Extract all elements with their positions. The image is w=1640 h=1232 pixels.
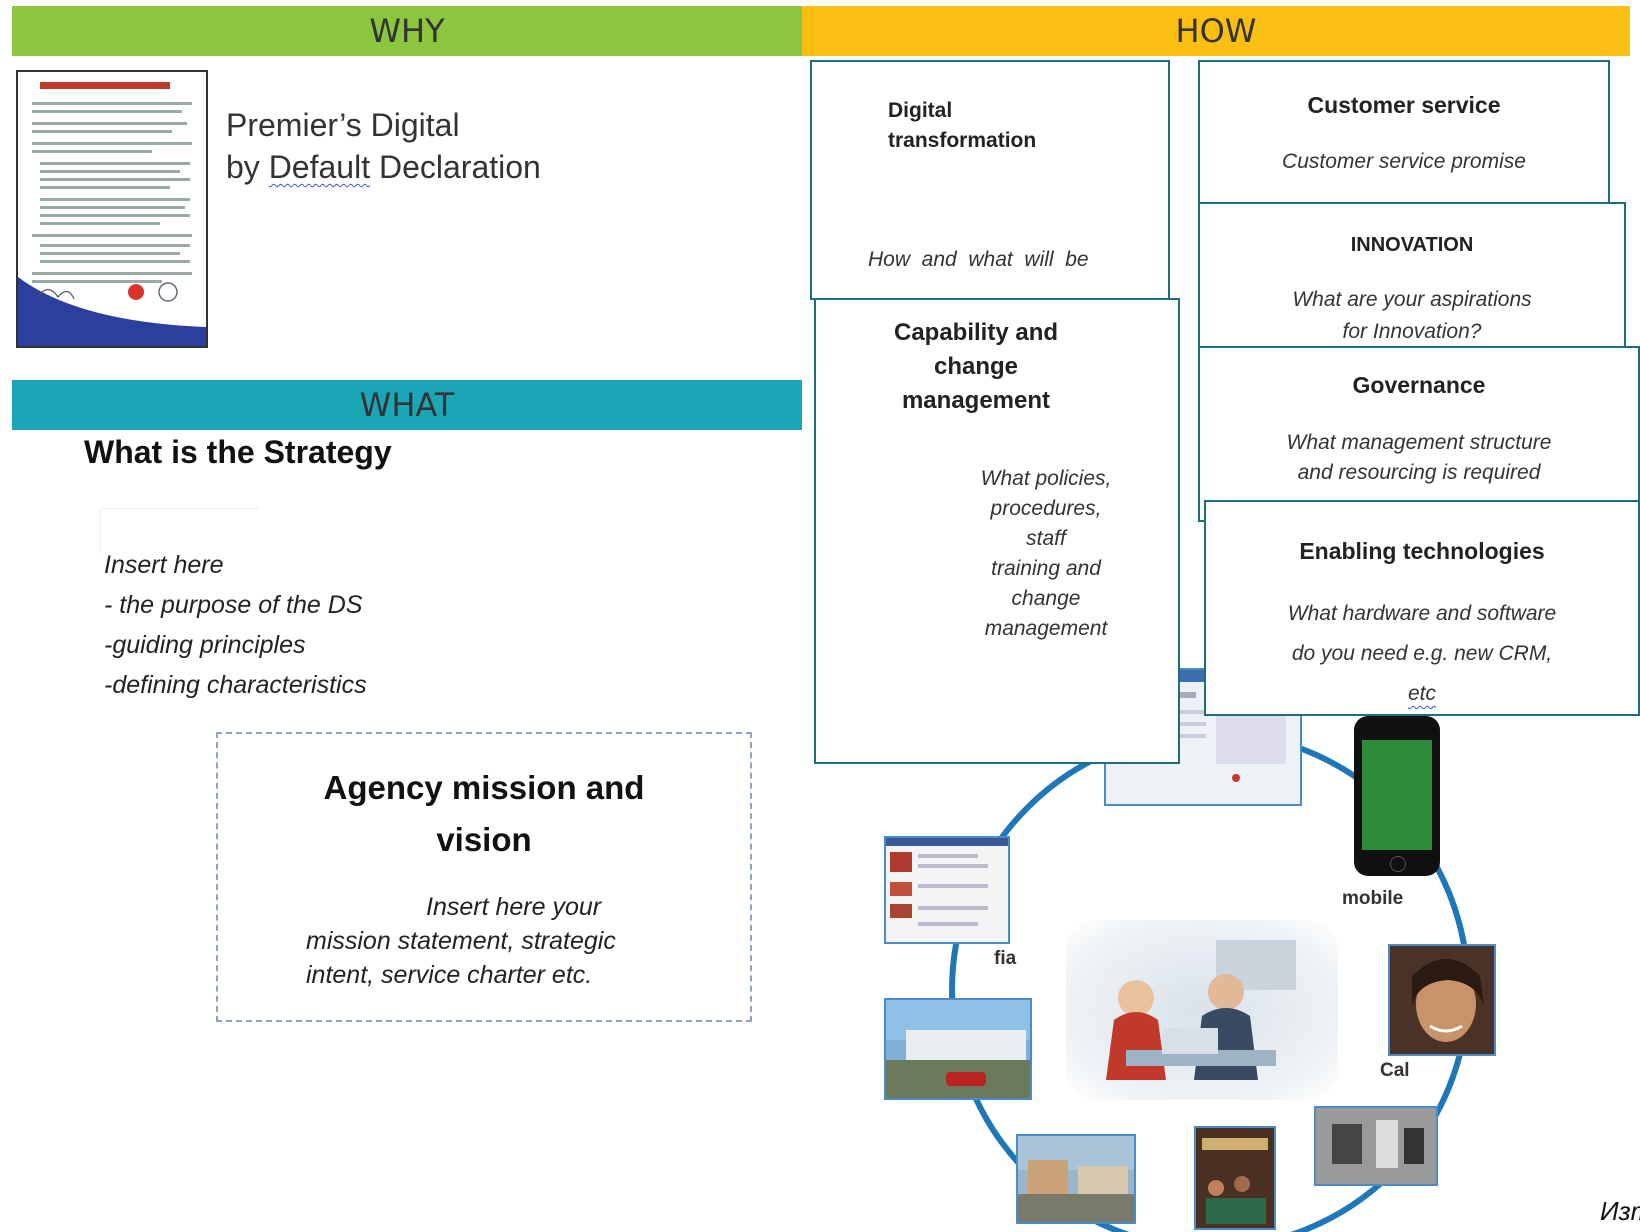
phone-screen <box>1362 740 1432 850</box>
capability-title: Capability and change management <box>816 316 1136 418</box>
capability-title-line1: Capability and <box>893 319 1059 346</box>
mission-text: Insert here your mission statement, stra… <box>306 890 666 992</box>
strategy-title: What is the Strategy <box>84 434 392 470</box>
governance-title: Governance <box>1352 372 1486 398</box>
strategy-line: -guiding principles <box>104 631 306 659</box>
customer-service-title: Customer service <box>1307 92 1501 118</box>
office-meeting-photo <box>1066 920 1338 1100</box>
mobile-phone-image <box>1354 716 1440 876</box>
phone-home-button <box>1390 856 1406 872</box>
shopfront-photo <box>884 998 1032 1100</box>
social-page-image <box>884 836 1010 944</box>
mission-title-line1: Agency mission and <box>323 769 645 806</box>
social-page-graphic <box>886 838 1008 926</box>
customer-service-text: Customer service promise <box>1282 150 1526 173</box>
digital-title-line2: transformation <box>888 129 1037 152</box>
what-band: WHAT <box>12 380 802 430</box>
strategy-line: -defining characteristics <box>104 671 367 699</box>
mobile-label: mobile <box>1342 888 1404 909</box>
capability-text-line: training and <box>991 557 1101 580</box>
declaration-title-prefix: by <box>226 149 269 185</box>
capability-text-line: management <box>984 617 1108 640</box>
why-band: WHY <box>12 6 802 56</box>
capability-text-line: change <box>1011 587 1081 610</box>
capability-title-line2: change <box>933 353 1019 380</box>
declaration-title-line2: by Default Declaration <box>226 146 541 188</box>
enabling-text: What hardware and software do you need e… <box>1206 594 1638 714</box>
capability-text-line: What policies, <box>980 467 1112 490</box>
declaration-title-underlined-word: Default <box>268 149 371 185</box>
shopfront-graphic <box>886 1000 1030 1098</box>
mission-text-line1: Insert here your <box>426 893 602 921</box>
innovation-text: What are your aspirations for Innovation… <box>1200 284 1624 348</box>
innovation-title: INNOVATION <box>1350 234 1474 256</box>
innovation-text-line1: What are your aspirations <box>1292 288 1532 311</box>
corner-text: Изт <box>1600 1196 1640 1226</box>
digital-text-line1: How and what will be <box>868 248 1089 271</box>
mission-title: Agency mission and vision <box>218 762 750 866</box>
how-label: HOW <box>1175 12 1257 50</box>
street-graphic <box>1018 1136 1134 1222</box>
strategy-instructions: Insert here - the purpose of the DS -gui… <box>104 545 367 705</box>
office-meeting-graphic <box>1106 940 1296 1080</box>
declaration-title-line1: Premier’s Digital <box>226 107 460 143</box>
declaration-document-thumbnail <box>16 70 208 348</box>
enabling-text-line1: What hardware and software <box>1287 602 1557 625</box>
capability-text-line: procedures, <box>990 497 1102 520</box>
declaration-page-graphic <box>18 72 206 346</box>
mission-box: Agency mission and vision Insert here yo… <box>216 732 752 1022</box>
what-label: WHAT <box>359 386 455 424</box>
mission-text-line3: intent, service charter etc. <box>306 961 593 989</box>
enabling-text-line3: etc <box>1407 682 1436 705</box>
enabling-text-line2: do you need e.g. new CRM, <box>1291 642 1553 665</box>
capability-text-line: staff <box>1026 527 1066 550</box>
street-photo <box>1016 1134 1136 1224</box>
how-band: HOW <box>802 6 1630 56</box>
placeholder-frame <box>100 508 259 554</box>
market-graphic <box>1196 1128 1274 1228</box>
card-customer-service: Customer service Customer service promis… <box>1198 60 1610 206</box>
declaration-title: Premier’s Digital by Default Declaration <box>226 104 541 188</box>
declaration-title-suffix: Declaration <box>370 149 541 185</box>
capability-text: What policies, procedures, staff trainin… <box>956 464 1136 644</box>
digital-title-line1: Digital <box>888 99 953 122</box>
strategy-line: Insert here <box>104 551 224 579</box>
card-innovation: INNOVATION What are your aspirations for… <box>1198 202 1626 352</box>
market-photo <box>1194 1126 1276 1230</box>
mission-text-line2: mission statement, strategic <box>306 927 616 955</box>
mission-title-line2: vision <box>436 821 532 858</box>
card-digital-transformation: Digital transformation How and what will… <box>810 60 1170 367</box>
kiosk-graphic <box>1316 1108 1436 1184</box>
kiosk-photo <box>1314 1106 1438 1186</box>
why-label: WHY <box>369 12 445 50</box>
strategy-line: - the purpose of the DS <box>104 591 363 619</box>
card-capability-change: Capability and change management What po… <box>814 298 1180 764</box>
digital-transformation-title: Digital transformation <box>888 96 1036 156</box>
capability-title-line3: management <box>901 387 1051 414</box>
call-centre-graphic <box>1390 946 1494 1054</box>
card-enabling-technologies: Enabling technologies What hardware and … <box>1204 500 1640 716</box>
governance-text-line1: What management structure <box>1286 431 1552 454</box>
governance-text: What management structure and resourcing… <box>1200 428 1638 488</box>
card-governance: Governance What management structure and… <box>1198 346 1640 522</box>
enabling-title: Enabling technologies <box>1299 538 1545 564</box>
governance-text-line2: and resourcing is required <box>1297 461 1541 484</box>
cal-label: Cal <box>1380 1060 1410 1081</box>
innovation-text-line2: for Innovation? <box>1342 320 1482 343</box>
fia-label: fia <box>994 948 1017 969</box>
call-centre-photo <box>1388 944 1496 1056</box>
